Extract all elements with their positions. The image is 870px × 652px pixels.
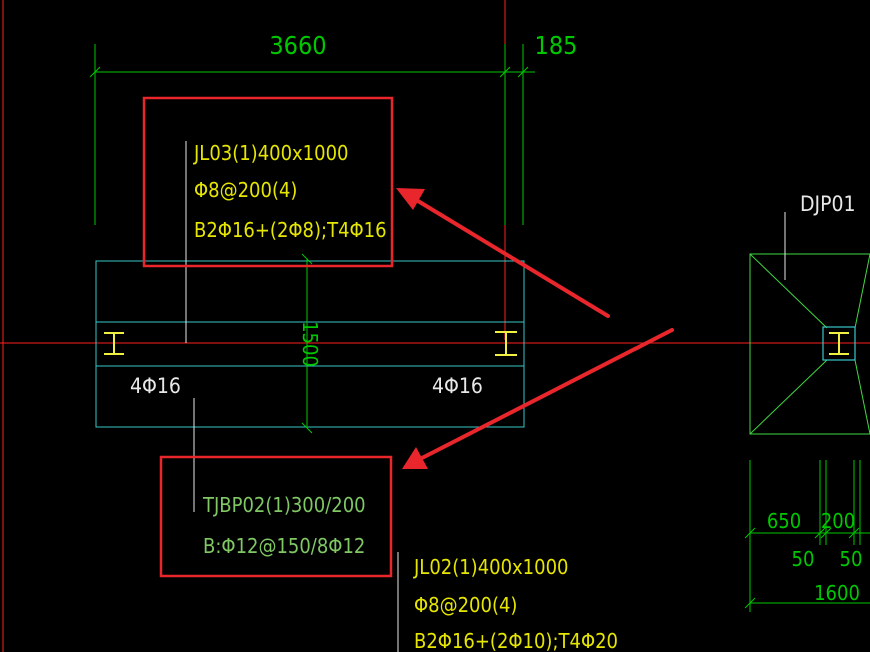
foundation-outline	[749, 253, 870, 435]
top-dimension	[89, 44, 535, 225]
jl03-line1: JL03(1)400x1000	[193, 141, 348, 165]
annotation-jl03[interactable]: JL03(1)400x1000 Φ8@200(4) B2Φ16+(2Φ8);T4…	[193, 141, 387, 242]
dim-top-span: 3660	[269, 31, 326, 60]
tjbp02-line1: TJBP02(1)300/200	[202, 493, 366, 517]
jl03-line3: B2Φ16+(2Φ8);T4Φ16	[194, 218, 387, 242]
steel-column-i-section-icon	[495, 331, 517, 356]
foundation-djp01[interactable]: DJP01	[749, 192, 870, 435]
rebar-label-left: 4Φ16	[130, 374, 181, 398]
arrow-to-jl03	[396, 188, 610, 318]
dim-found-d: 50	[840, 547, 863, 571]
dim-top-offset: 185	[535, 31, 578, 60]
highlight-box-tjbp02	[159, 455, 393, 578]
jl02-line3: B2Φ16+(2Φ10);T4Φ20	[414, 629, 618, 652]
foundation-label: DJP01	[800, 192, 856, 216]
arrowhead-tjbp02	[402, 447, 428, 469]
jl02-line1: JL02(1)400x1000	[413, 555, 568, 579]
beam-outline	[95, 260, 525, 428]
foundation-pedestal	[822, 326, 856, 361]
dim-found-a: 650	[767, 509, 801, 533]
rebar-label-right: 4Φ16	[432, 374, 483, 398]
annotation-jl02[interactable]: JL02(1)400x1000 Φ8@200(4) B2Φ16+(2Φ10);T…	[413, 555, 618, 652]
jl03-line2: Φ8@200(4)	[194, 178, 297, 202]
steel-column-i-section-icon	[104, 332, 124, 355]
highlight-box-jl03	[142, 96, 394, 268]
steel-column-i-section-icon	[829, 332, 849, 355]
dim-found-total: 1600	[814, 581, 860, 605]
foundation-dimensions	[744, 460, 870, 612]
tjbp02-line2: B:Φ12@150/8Φ12	[203, 534, 365, 558]
dim-found-b: 200	[821, 509, 855, 533]
jl02-line2: Φ8@200(4)	[414, 593, 517, 617]
beam-depth-dimension	[301, 253, 313, 434]
dim-beam-depth: 1500	[298, 321, 322, 367]
arrowhead-jl03	[396, 188, 425, 210]
arrow-to-tjbp02	[402, 328, 674, 469]
dim-found-c: 50	[792, 547, 815, 571]
annotation-tjbp02[interactable]: TJBP02(1)300/200 B:Φ12@150/8Φ12	[202, 493, 366, 558]
